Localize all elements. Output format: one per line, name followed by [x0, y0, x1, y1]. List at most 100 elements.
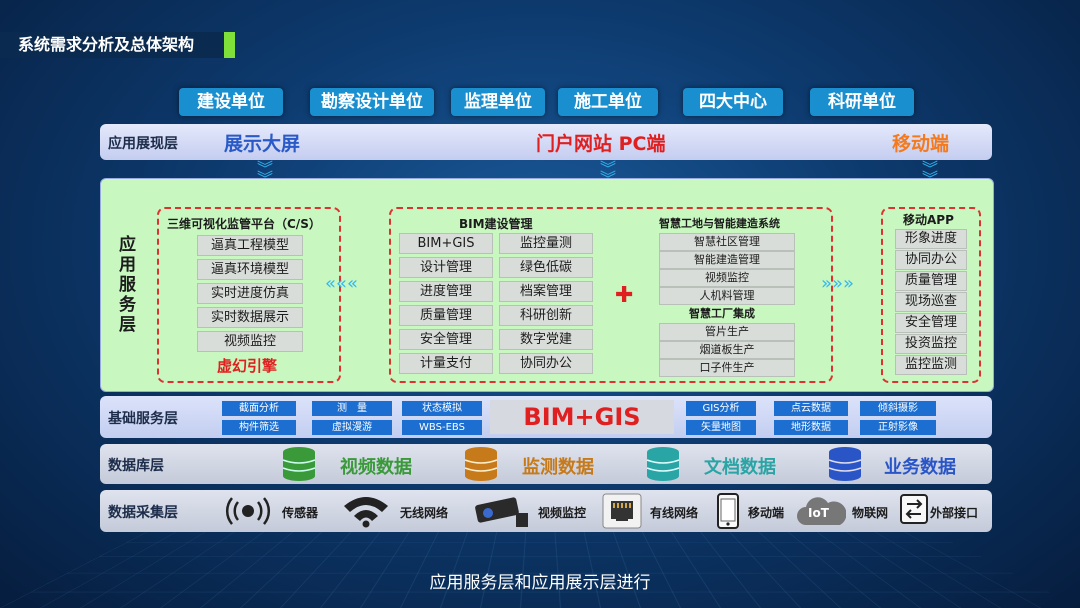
app-service-layer-label: 应用服务层	[119, 235, 136, 335]
bim-item: 档案管理	[499, 281, 593, 302]
application-service-layer: 应用服务层 三维可视化监管平台（C/S） 逼真工程模型 逼真环境模型 实时进度仿…	[100, 178, 994, 392]
data-collection-layer: 数据采集层 传感器 无线网络 视频监控 有线网络 移动端 IoT 物联网 外部接…	[100, 490, 992, 532]
basic-service-item: 构件筛选	[222, 420, 296, 435]
present-mobile: 移动端	[892, 133, 950, 155]
mobile-item: 现场巡查	[895, 292, 967, 312]
database-icon	[282, 447, 316, 481]
platform-item: 实时进度仿真	[197, 283, 303, 304]
unit-four-centers: 四大中心	[683, 88, 783, 116]
mobile-item: 形象进度	[895, 229, 967, 249]
basic-service-item: 虚拟漫游	[312, 420, 392, 435]
database-layer: 数据库层 视频数据 监测数据 文档数据 业务数据	[100, 444, 992, 484]
bim-item: 监控量测	[499, 233, 593, 254]
data-collection-layer-label: 数据采集层	[108, 505, 178, 521]
bim-smart-box: BIM建设管理 BIM+GIS 设计管理 进度管理 质量管理 安全管理 计量支付…	[389, 207, 833, 383]
mobile-item: 安全管理	[895, 313, 967, 333]
title-bar	[0, 32, 280, 58]
presentation-layer: 应用展现层 展示大屏 门户网站 PC端 移动端	[100, 124, 992, 160]
db-monitor-data: 监测数据	[522, 457, 594, 478]
basic-service-item: 正射影像	[860, 420, 936, 435]
basic-service-item: 状态模拟	[402, 401, 482, 416]
present-portal-pc: 门户网站 PC端	[536, 133, 666, 155]
unit-survey-design: 勘察设计单位	[310, 88, 434, 116]
factory-item: 烟道板生产	[659, 341, 795, 359]
visual-platform-box: 三维可视化监管平台（C/S） 逼真工程模型 逼真环境模型 实时进度仿真 实时数据…	[157, 207, 341, 383]
mobile-app-box: 移动APP 形象进度 协同办公 质量管理 现场巡查 安全管理 投资监控 监控监测	[881, 207, 981, 383]
unreal-engine-label: 虚幻引擎	[217, 357, 278, 375]
basic-service-item: 矢量地图	[686, 420, 756, 435]
db-document-data: 文档数据	[704, 457, 776, 478]
basic-service-item: WBS-EBS	[402, 420, 482, 435]
mobile-item: 投资监控	[895, 334, 967, 354]
collect-wired: 有线网络	[650, 506, 699, 520]
mobile-phone-icon	[717, 493, 739, 529]
basic-service-layer-label: 基础服务层	[108, 411, 178, 427]
database-icon	[828, 447, 862, 481]
factory-item: 管片生产	[659, 323, 795, 341]
platform-item: 实时数据展示	[197, 307, 303, 328]
bim-item: 协同办公	[499, 353, 593, 374]
bim-item: 进度管理	[399, 281, 493, 302]
basic-service-item: 测 量	[312, 401, 392, 416]
basic-service-item: 地形数据	[774, 420, 848, 435]
collect-wireless: 无线网络	[400, 506, 449, 520]
plus-icon: ✚	[615, 283, 634, 308]
basic-service-layer: 基础服务层 截面分析 测 量 状态模拟 构件筛选 虚拟漫游 WBS-EBS BI…	[100, 396, 992, 438]
bim-item: 安全管理	[399, 329, 493, 350]
mobile-item: 监控监测	[895, 355, 967, 375]
collect-mobile: 移动端	[748, 506, 785, 520]
db-business-data: 业务数据	[884, 457, 956, 478]
bim-item: BIM+GIS	[399, 233, 493, 254]
bim-management-title: BIM建设管理	[459, 217, 533, 231]
double-left-arrow-icon: «««	[325, 273, 359, 294]
mobile-item: 协同办公	[895, 250, 967, 270]
factory-item: 口子件生产	[659, 359, 795, 377]
smart-item: 智慧社区管理	[659, 233, 795, 251]
bim-gis-core: BIM+GIS	[490, 400, 674, 434]
external-interface-icon	[900, 494, 928, 524]
collect-external-interface: 外部接口	[930, 506, 979, 520]
database-icon	[646, 447, 680, 481]
collect-sensor: 传感器	[282, 506, 319, 520]
smart-site-title: 智慧工地与智能建造系统	[659, 217, 780, 230]
ethernet-port-icon	[602, 493, 642, 529]
bim-item: 质量管理	[399, 305, 493, 326]
present-large-screen: 展示大屏	[224, 133, 301, 155]
unit-research: 科研单位	[810, 88, 914, 116]
db-video-data: 视频数据	[340, 457, 412, 478]
platform-item: 视频监控	[197, 331, 303, 352]
collect-video-monitor: 视频监控	[538, 506, 587, 520]
database-icon	[464, 447, 498, 481]
bim-item: 数字党建	[499, 329, 593, 350]
camera-icon	[475, 497, 528, 527]
wifi-icon	[344, 497, 388, 528]
smart-item: 视频监控	[659, 269, 795, 287]
bim-item: 计量支付	[399, 353, 493, 374]
visual-platform-title: 三维可视化监管平台（C/S）	[167, 217, 321, 231]
collect-iot: 物联网	[852, 506, 889, 520]
basic-service-item: 点云数据	[774, 401, 848, 416]
smart-factory-title: 智慧工厂集成	[689, 307, 755, 320]
database-layer-label: 数据库层	[108, 458, 164, 474]
platform-item: 逼真工程模型	[197, 235, 303, 256]
subtitle-caption: 应用服务层和应用展示层进行	[429, 573, 651, 593]
basic-service-item: GIS分析	[686, 401, 756, 416]
smart-item: 智能建造管理	[659, 251, 795, 269]
bim-item: 科研创新	[499, 305, 593, 326]
unit-supervision: 监理单位	[451, 88, 545, 116]
mobile-app-title: 移动APP	[903, 213, 954, 227]
page-title: 系统需求分析及总体架构	[18, 35, 195, 54]
platform-item: 逼真环境模型	[197, 259, 303, 280]
bim-item: 设计管理	[399, 257, 493, 278]
basic-service-item: 倾斜摄影	[860, 401, 936, 416]
smart-item: 人机料管理	[659, 287, 795, 305]
unit-builder: 施工单位	[558, 88, 658, 116]
unit-construction: 建设单位	[179, 88, 283, 116]
bim-item: 绿色低碳	[499, 257, 593, 278]
presentation-layer-label: 应用展现层	[108, 136, 178, 152]
sensor-icon	[225, 497, 271, 525]
iot-cloud-label: IoT	[808, 506, 829, 520]
basic-service-item: 截面分析	[222, 401, 296, 416]
mobile-item: 质量管理	[895, 271, 967, 291]
iot-cloud-icon	[797, 497, 846, 525]
